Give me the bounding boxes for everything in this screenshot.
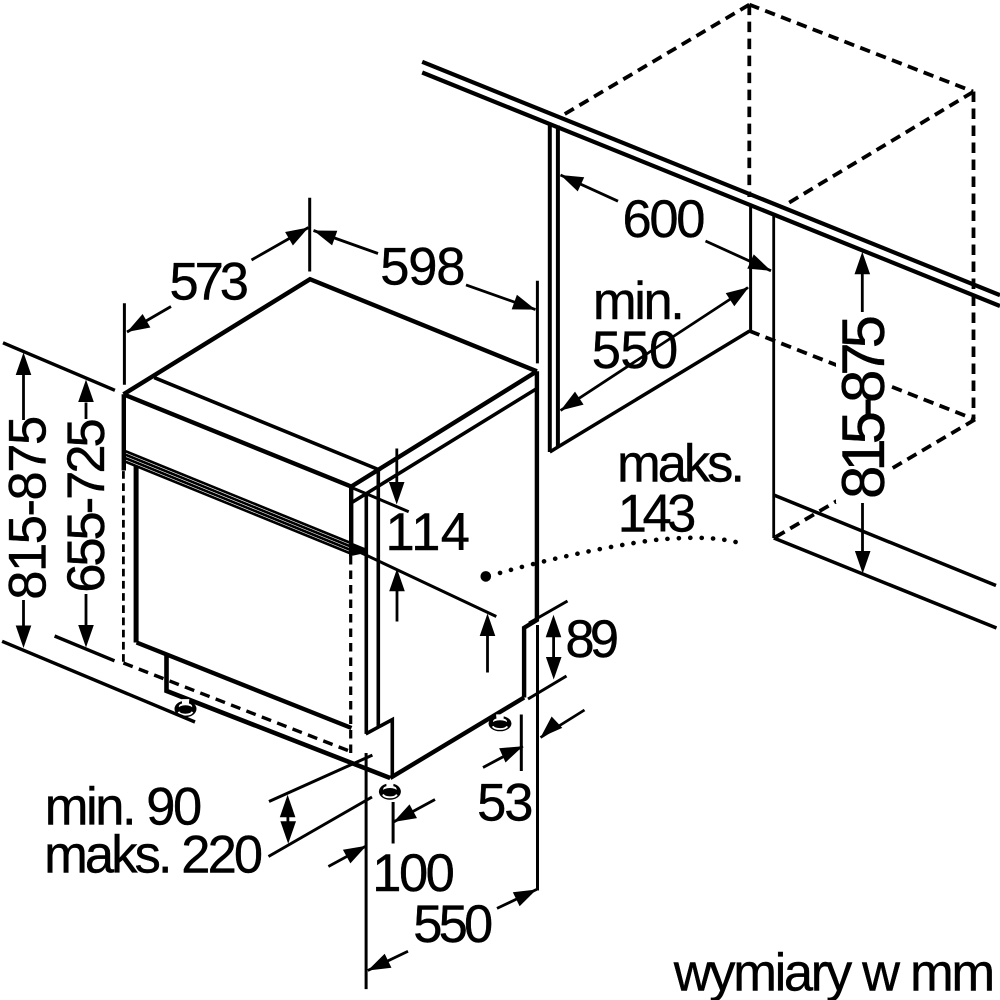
svg-text:815-875: 815-875: [0, 416, 58, 600]
svg-text:143: 143: [618, 485, 697, 544]
svg-text:815-875: 815-875: [830, 315, 897, 499]
svg-text:573: 573: [170, 252, 250, 311]
svg-text:600: 600: [623, 190, 706, 249]
svg-text:100: 100: [372, 844, 455, 903]
svg-text:wymiary w mm: wymiary w mm: [673, 943, 995, 1000]
svg-text:maks. 220: maks. 220: [44, 825, 263, 884]
svg-text:min. 90: min. 90: [45, 778, 203, 837]
svg-text:114: 114: [386, 503, 471, 562]
svg-text:min.: min.: [593, 272, 685, 331]
svg-text:655-725: 655-725: [57, 418, 116, 593]
svg-text:53: 53: [477, 774, 533, 833]
svg-text:89: 89: [565, 610, 619, 669]
svg-text:550: 550: [413, 895, 493, 954]
svg-text:598: 598: [380, 237, 465, 296]
svg-text:maks.: maks.: [617, 435, 745, 494]
svg-text:550: 550: [592, 321, 678, 380]
